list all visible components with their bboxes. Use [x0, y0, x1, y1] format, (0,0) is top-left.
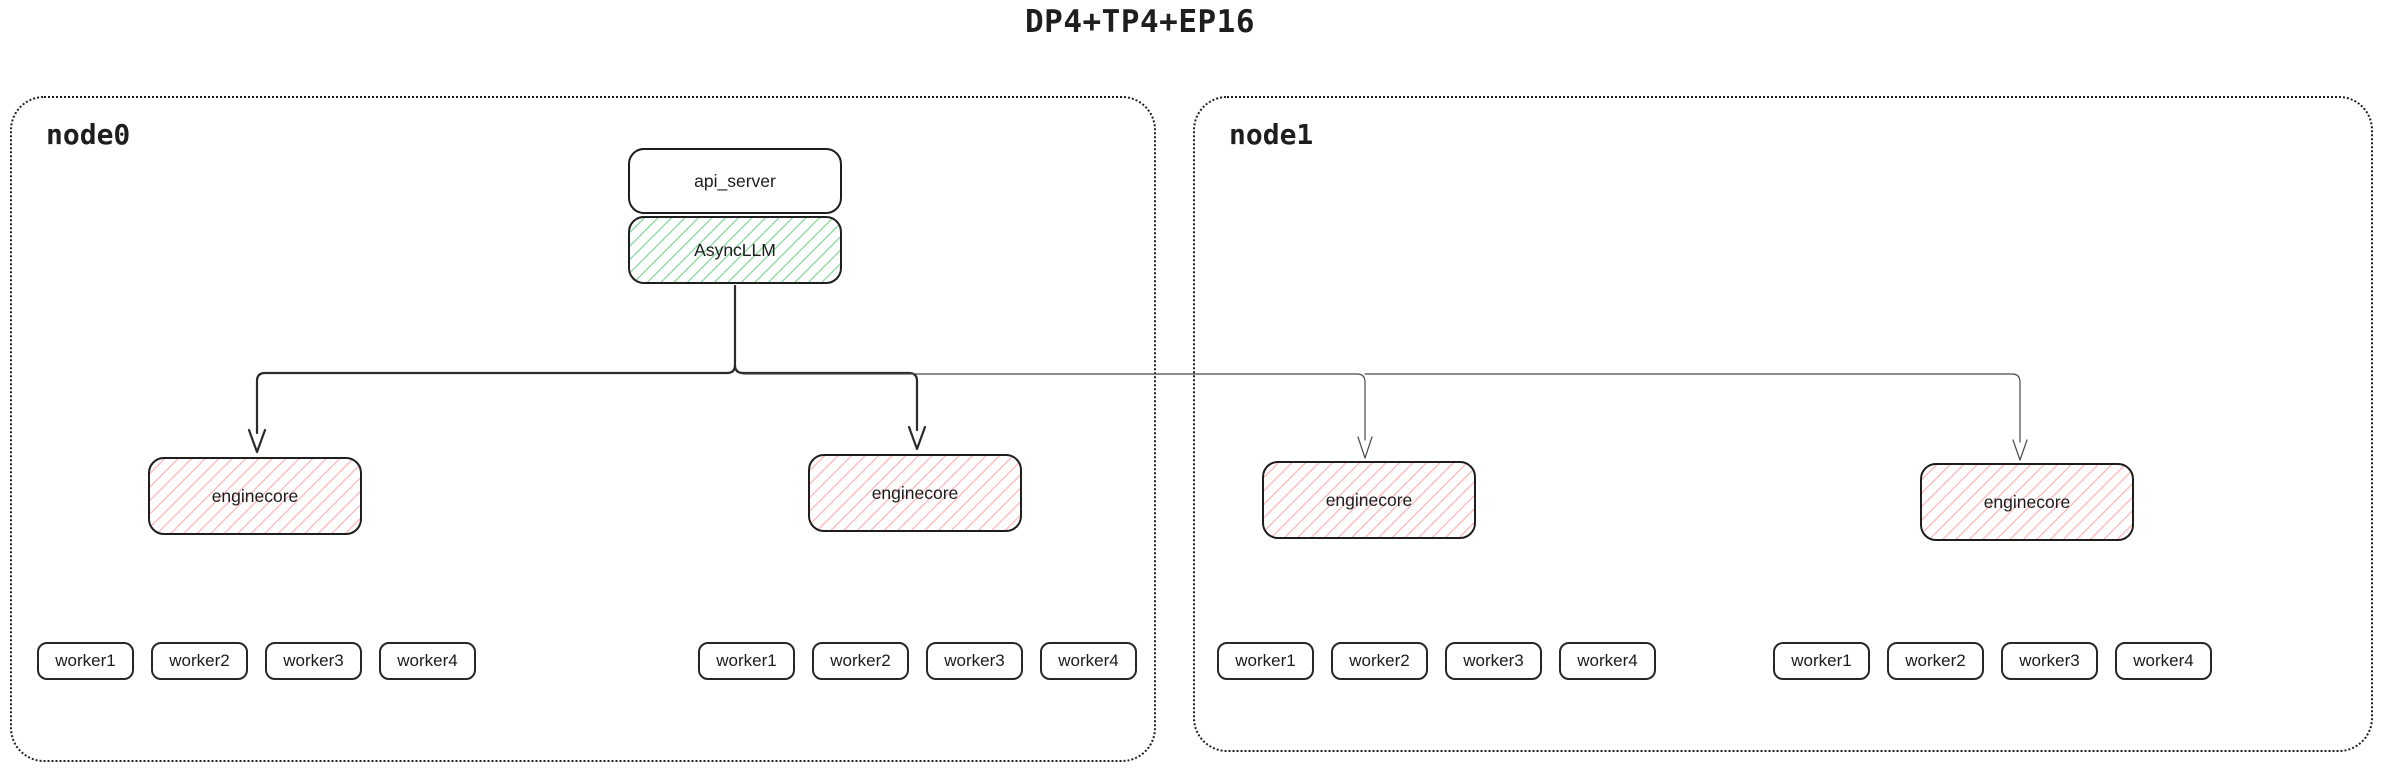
worker-box: worker1 [37, 642, 134, 680]
asyncllm-box: AsyncLLM [628, 216, 842, 284]
enginecore-box-1: enginecore [148, 457, 362, 535]
worker-box: worker3 [2001, 642, 2098, 680]
worker-box: worker4 [2115, 642, 2212, 680]
diagram-title: DP4+TP4+EP16 [1025, 4, 1255, 40]
enginecore-label: enginecore [211, 485, 299, 506]
worker-group-4: worker1 worker2 worker3 worker4 [1773, 642, 2212, 680]
enginecore-label: enginecore [1983, 491, 2071, 512]
worker-box: worker3 [926, 642, 1023, 680]
worker-box: worker1 [1217, 642, 1314, 680]
worker-group-2: worker1 worker2 worker3 worker4 [698, 642, 1137, 680]
worker-box: worker2 [1331, 642, 1428, 680]
worker-box: worker3 [265, 642, 362, 680]
worker-box: worker3 [1445, 642, 1542, 680]
enginecore-box-2: enginecore [808, 454, 1022, 532]
worker-box: worker4 [1559, 642, 1656, 680]
worker-group-1: worker1 worker2 worker3 worker4 [37, 642, 476, 680]
worker-box: worker1 [698, 642, 795, 680]
worker-group-3: worker1 worker2 worker3 worker4 [1217, 642, 1656, 680]
worker-box: worker2 [812, 642, 909, 680]
worker-box: worker2 [1887, 642, 1984, 680]
enginecore-box-4: enginecore [1920, 463, 2134, 541]
asyncllm-label: AsyncLLM [694, 239, 776, 260]
api-server-box: api_server [628, 148, 842, 214]
worker-box: worker1 [1773, 642, 1870, 680]
worker-box: worker4 [379, 642, 476, 680]
node0-label: node0 [46, 118, 131, 151]
enginecore-box-3: enginecore [1262, 461, 1476, 539]
api-server-label: api_server [694, 170, 776, 191]
worker-box: worker4 [1040, 642, 1137, 680]
enginecore-label: enginecore [1325, 489, 1413, 510]
worker-box: worker2 [151, 642, 248, 680]
enginecore-label: enginecore [871, 482, 959, 503]
node1-label: node1 [1229, 118, 1314, 151]
